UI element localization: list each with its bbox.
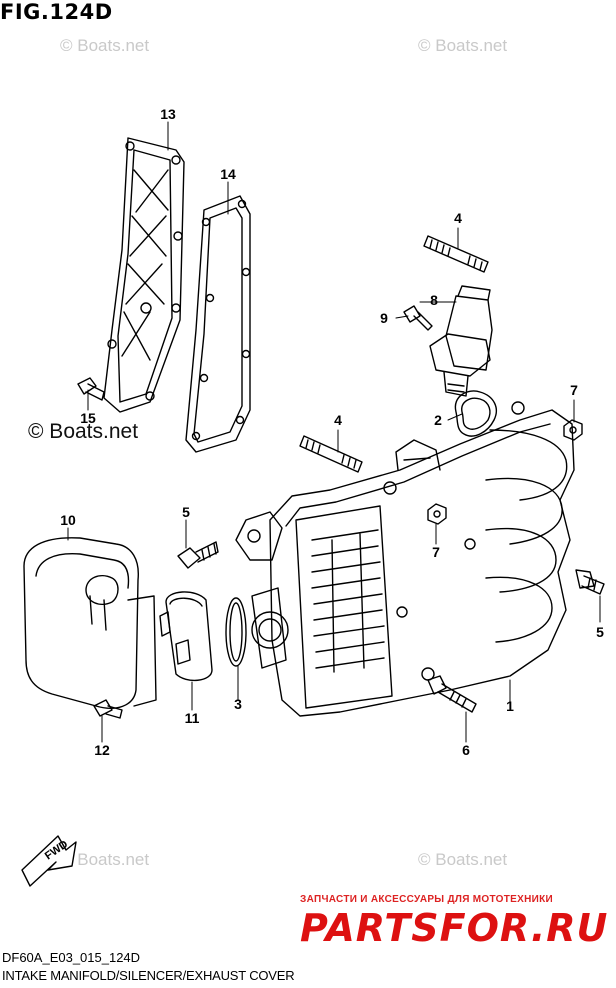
bolt-part-6: [427, 675, 477, 713]
figure-title: FIG.124D: [0, 0, 113, 24]
intake-manifold-part-1: [235, 401, 575, 717]
callout-part-7: 7: [570, 382, 578, 398]
bolt-part-15: [77, 377, 105, 401]
brand-logo[interactable]: PARTSFOR.RU: [300, 906, 609, 950]
gasket-part-14: [185, 195, 251, 453]
callout-part-8: 8: [430, 292, 438, 308]
silencer-ring-part-11: [159, 591, 213, 681]
sensor-part-8: [429, 285, 493, 397]
callout-part-15: 15: [80, 410, 96, 426]
callout-part-4: 4: [454, 210, 462, 226]
callout-part-14: 14: [220, 166, 236, 182]
watermark: © Boats.net: [418, 850, 508, 869]
o-ring-part-3: [225, 597, 247, 667]
callout-part-3: 3: [234, 696, 242, 712]
stud-part-4-upper: [423, 235, 489, 273]
silencer-part-10: [23, 537, 157, 709]
bolt-part-5-right: [575, 569, 605, 595]
diagram-caption: INTAKE MANIFOLD/SILENCER/EXHAUST COVER: [2, 968, 295, 983]
callout-part-9: 9: [380, 310, 388, 326]
brand-subtitle: ЗАПЧАСТИ И АКСЕССУАРЫ ДЛЯ МОТОТЕХНИКИ: [300, 894, 553, 905]
watermark: © Boats.net: [60, 36, 150, 55]
callout-part-7: 7: [432, 544, 440, 560]
nut-part-7-center: [427, 503, 447, 525]
callout-part-6: 6: [462, 742, 470, 758]
watermark: © Boats.net: [418, 36, 508, 55]
callout-part-12: 12: [94, 742, 110, 758]
stud-part-4-lower: [299, 435, 363, 473]
diagram-code: DF60A_E03_015_124D: [2, 950, 141, 965]
callout-part-10: 10: [60, 512, 76, 528]
watermark: © Boats.net: [60, 850, 150, 869]
bolt-part-5-left: [177, 541, 219, 569]
screw-part-9: [403, 305, 433, 331]
fwd-arrow-icon: [21, 835, 77, 887]
leader-lines: [67, 121, 601, 743]
exhaust-cover-part-13: [103, 137, 185, 413]
watermark-main: © Boats.net: [28, 420, 139, 443]
callout-part-13: 13: [160, 106, 176, 122]
o-ring-part-2: [454, 390, 498, 437]
callout-part-11: 11: [184, 710, 200, 726]
callout-part-2: 2: [434, 412, 442, 428]
callout-part-5: 5: [182, 504, 190, 520]
callout-part-5: 5: [596, 624, 604, 640]
bolt-part-12: [93, 699, 123, 719]
callout-part-1: 1: [506, 698, 514, 714]
callout-part-4: 4: [334, 412, 342, 428]
